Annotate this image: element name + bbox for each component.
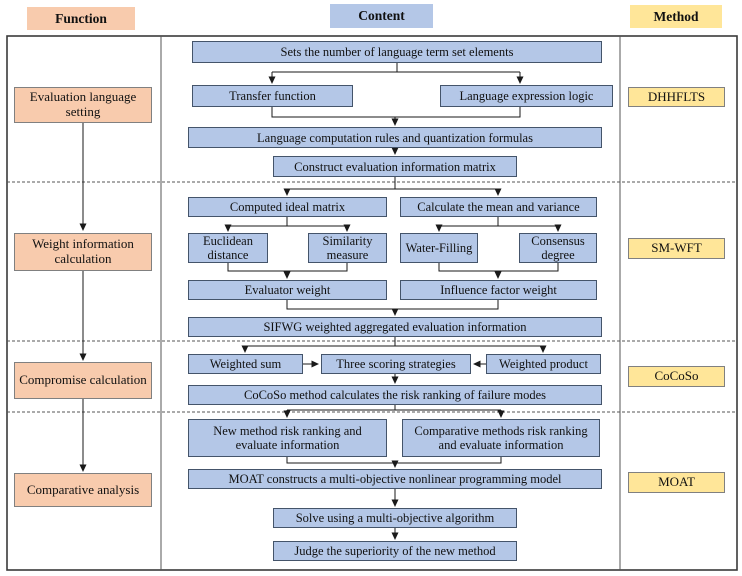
flow-box-language-expression-logic: Language expression logic [440, 85, 613, 107]
flow-box-sifwg-aggregation: SIFWG weighted aggregated evaluation inf… [188, 317, 602, 337]
flow-box-weight-information-calculation: Weight information calculation [14, 233, 152, 271]
flow-box-dhhflts: DHHFLTS [628, 87, 725, 107]
flow-box-transfer-function: Transfer function [192, 85, 353, 107]
flow-box-cocoso-risk-ranking: CoCoSo method calculates the risk rankin… [188, 385, 602, 405]
flow-box-three-scoring-strategies: Three scoring strategies [321, 354, 471, 374]
flow-box-similarity-measure: Similarity measure [308, 233, 387, 263]
flow-box-comparative-methods-ranking: Comparative methods risk ranking and eva… [402, 419, 600, 457]
flow-box-evaluation-language-setting: Evaluation language setting [14, 87, 152, 123]
header-function: Function [27, 7, 135, 30]
header-content: Content [330, 4, 433, 28]
flow-box-cocoso: CoCoSo [628, 366, 725, 387]
flow-box-judge-superiority: Judge the superiority of the new method [273, 541, 517, 561]
flow-box-solve-algorithm: Solve using a multi-objective algorithm [273, 508, 517, 528]
flow-box-computation-rules: Language computation rules and quantizat… [188, 127, 602, 148]
flow-box-sm-wft: SM-WFT [628, 238, 725, 259]
flow-box-comparative-analysis: Comparative analysis [14, 473, 152, 507]
header-method: Method [630, 5, 722, 28]
flow-box-mean-and-variance: Calculate the mean and variance [400, 197, 597, 217]
section-separators [7, 181, 737, 413]
flow-box-compromise-calculation: Compromise calculation [14, 362, 152, 399]
flow-box-construct-matrix: Construct evaluation information matrix [273, 156, 517, 177]
flow-box-water-filling: Water-Filling [400, 233, 478, 263]
flow-box-influence-factor-weight: Influence factor weight [400, 280, 597, 300]
flow-box-weighted-product: Weighted product [486, 354, 601, 374]
flow-box-moat: MOAT [628, 472, 725, 493]
flow-arrows [79, 63, 562, 540]
flow-box-euclidean-distance: Euclidean distance [188, 233, 268, 263]
flow-box-evaluator-weight: Evaluator weight [188, 280, 387, 300]
table-frame [6, 35, 738, 571]
flow-box-weighted-sum: Weighted sum [188, 354, 303, 374]
flow-box-new-method-ranking: New method risk ranking and evaluate inf… [188, 419, 387, 457]
flow-box-moat-model: MOAT constructs a multi-objective nonlin… [188, 469, 602, 489]
flow-box-computed-ideal-matrix: Computed ideal matrix [188, 197, 387, 217]
flow-box-consensus-degree: Consensus degree [519, 233, 597, 263]
flow-box-set-elements: Sets the number of language term set ele… [192, 41, 602, 63]
